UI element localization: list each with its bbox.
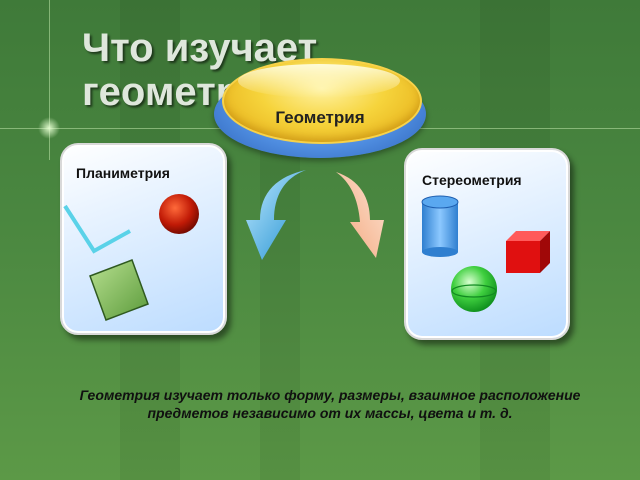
- sphere-icon: [451, 266, 497, 312]
- square-icon: [89, 259, 149, 321]
- cylinder-icon: [421, 195, 459, 257]
- slide-caption: Геометрия изучает только форму, размеры,…: [20, 386, 640, 422]
- red-ball-icon: [159, 194, 199, 234]
- angle-icon: [63, 204, 131, 254]
- decorative-glow: [38, 117, 60, 139]
- stereometry-label: Стереометрия: [422, 172, 522, 188]
- badge-shine: [238, 64, 400, 98]
- caption-line-2: предметов независимо от их массы, цвета …: [147, 405, 513, 421]
- planimetry-label: Планиметрия: [76, 165, 170, 181]
- caption-line-1: Геометрия изучает только форму, размеры,…: [79, 387, 581, 403]
- decorative-line: [49, 0, 50, 160]
- cube-icon: [506, 231, 550, 273]
- right-curved-arrow-icon: [336, 172, 384, 258]
- left-curved-arrow-icon: [246, 170, 306, 260]
- badge-label: Геометрия: [275, 108, 365, 127]
